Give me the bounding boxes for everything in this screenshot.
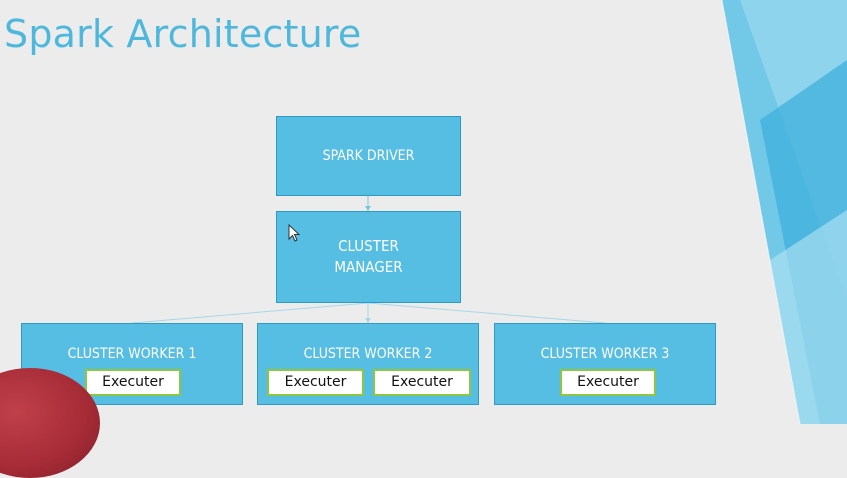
- cluster-worker-3-label: CLUSTER WORKER 3: [540, 346, 670, 362]
- diagram-connectors: [131, 196, 606, 324]
- spark-driver-label: SPARK DRIVER: [322, 148, 415, 164]
- cluster-manager-label-line1: CLUSTER: [338, 237, 399, 255]
- slide-title: Spark Architecture: [4, 12, 362, 56]
- cluster-manager-label-line2: MANAGER: [334, 258, 403, 276]
- decor-line: [721, 0, 801, 424]
- cluster-worker-2-label: CLUSTER WORKER 2: [303, 346, 433, 362]
- decor-triangle-pale: [770, 210, 847, 424]
- executor-box: Executer: [560, 369, 656, 396]
- executor-box: Executer: [373, 369, 471, 396]
- mouse-pointer-icon: [288, 224, 301, 242]
- slide-decoration: [721, 0, 847, 424]
- cluster-worker-3-box: CLUSTER WORKER 3 Executer: [494, 323, 716, 405]
- cluster-worker-2-box: CLUSTER WORKER 2 Executer Executer: [257, 323, 479, 405]
- executor-box: Executer: [267, 369, 364, 396]
- connector-arrowhead-manager: [365, 206, 371, 211]
- connector-manager-worker-1: [131, 302, 369, 324]
- executor-box: Executer: [85, 369, 181, 396]
- connector-arrowhead-worker-2: [365, 318, 371, 323]
- cluster-manager-box: CLUSTER MANAGER: [276, 211, 461, 303]
- connector-manager-worker-3: [367, 302, 606, 324]
- spark-driver-box: SPARK DRIVER: [276, 116, 461, 196]
- cluster-worker-1-label: CLUSTER WORKER 1: [67, 346, 197, 362]
